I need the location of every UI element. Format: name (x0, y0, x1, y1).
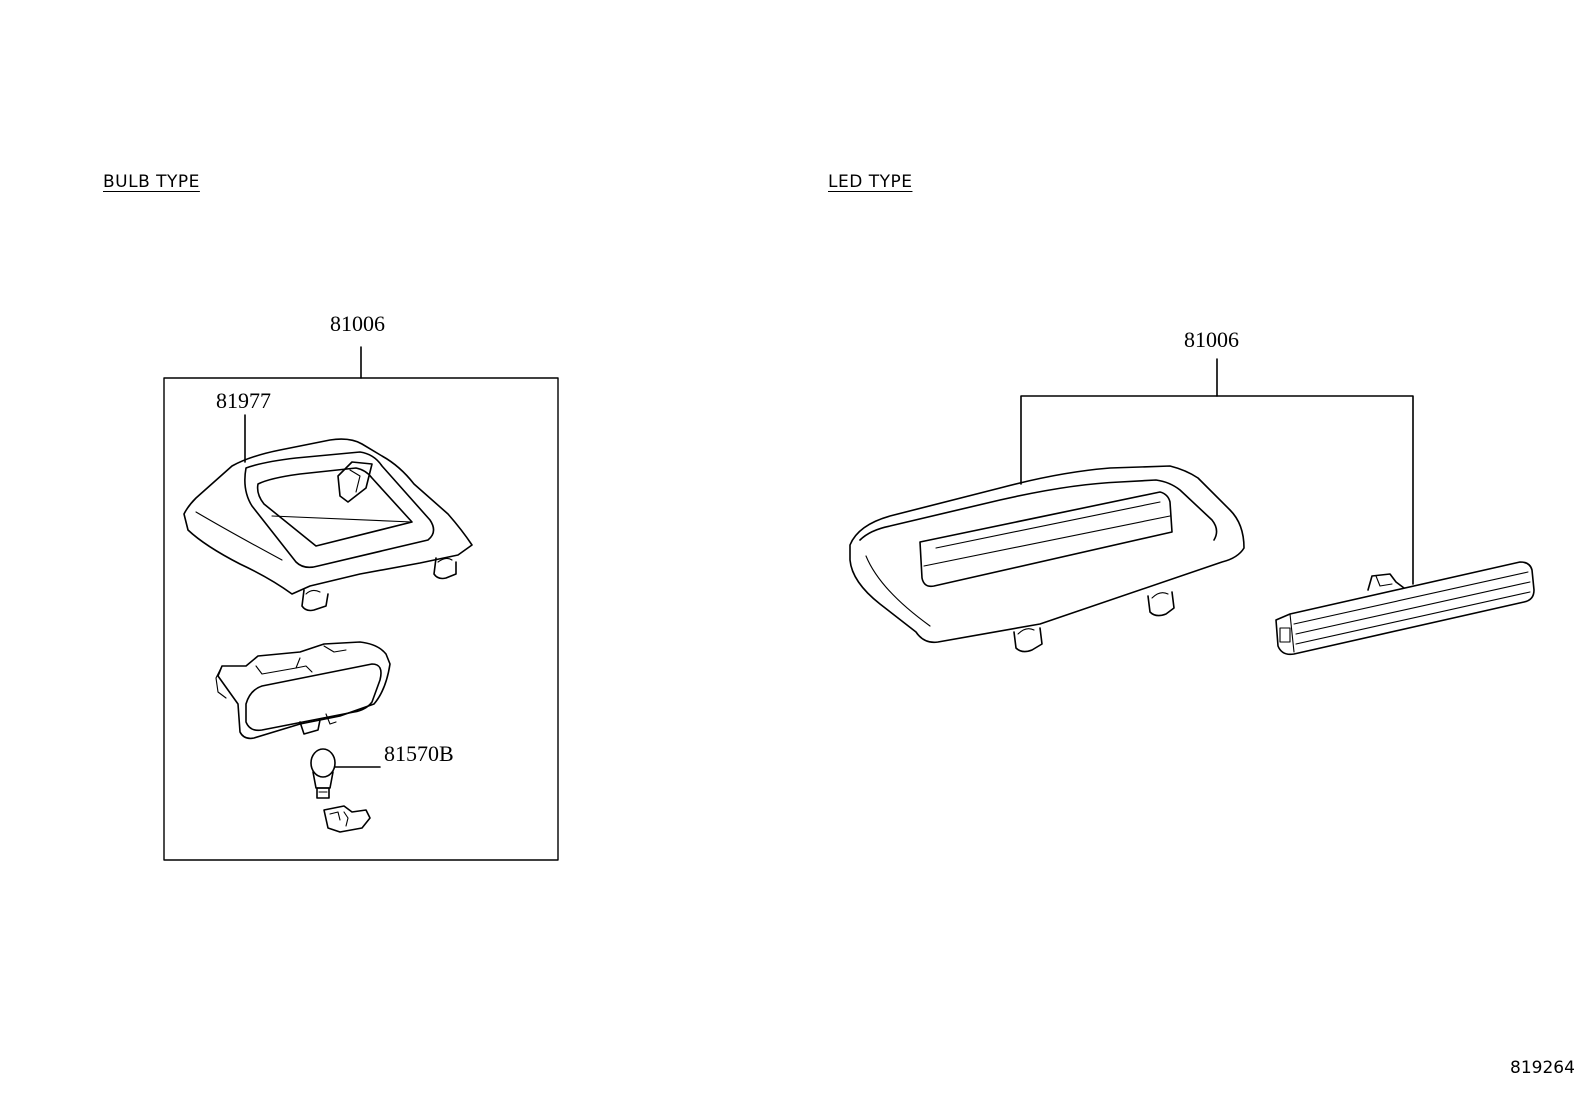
diagram-reference-code: 819264 (1510, 1058, 1575, 1078)
led-assembly-leader (1020, 395, 1414, 585)
lamp-reflector-unit (215, 641, 391, 740)
bulb (310, 748, 381, 799)
led-light-bar (1275, 561, 1535, 656)
bulb-socket (323, 805, 371, 833)
led-assembly-part-number: 81006 (1184, 327, 1239, 352)
bulb-assembly-box (163, 377, 559, 861)
bulb-type-heading: BULB TYPE (103, 172, 200, 192)
bulb-part-number: 81570B (384, 741, 454, 766)
led-cover-housing (849, 465, 1245, 653)
bulb-assembly-part-number: 81006 (330, 311, 385, 336)
high-mount-cover-housing (183, 438, 473, 612)
led-type-heading: LED TYPE (828, 172, 913, 192)
housing-part-number: 81977 (216, 388, 271, 413)
